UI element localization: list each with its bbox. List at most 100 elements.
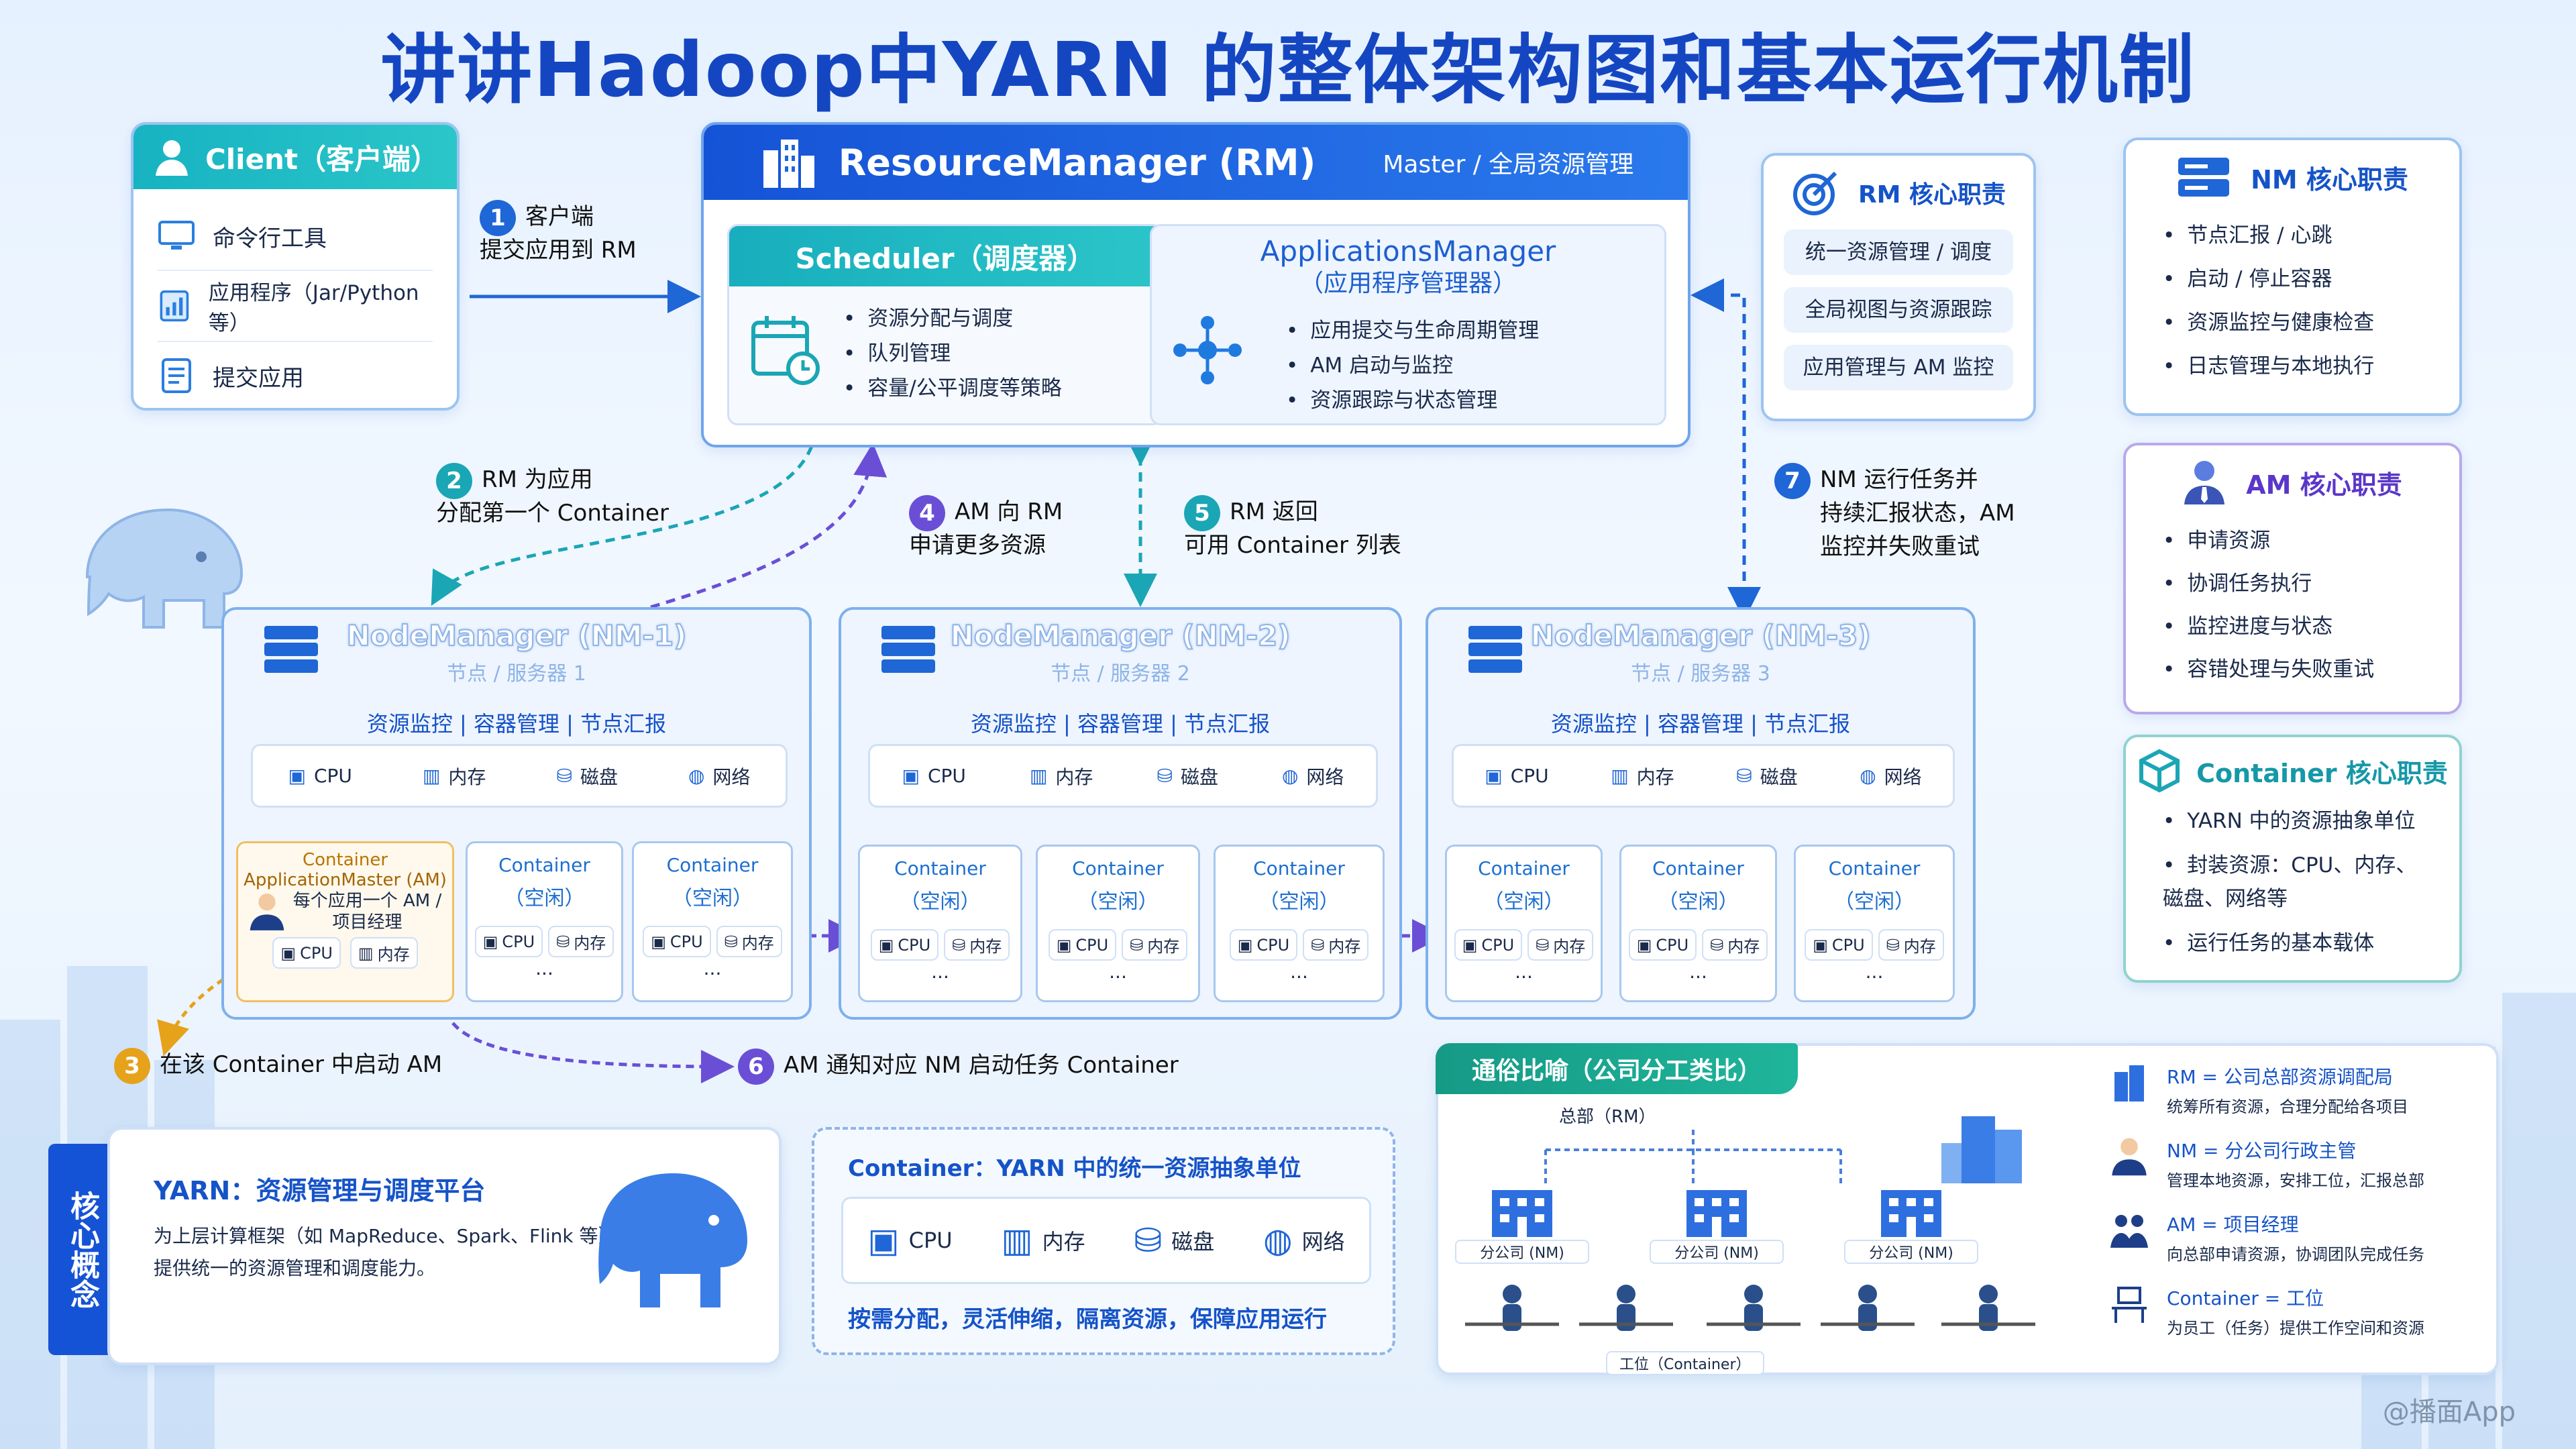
building-icon: [763, 140, 814, 188]
disk-icon: ⛁: [724, 932, 738, 951]
disk-icon: ⛁: [1736, 765, 1752, 787]
cpu-icon: ▣: [878, 935, 894, 955]
branch-office: 分公司 (NM): [1650, 1177, 1784, 1264]
team-icon: [2110, 1215, 2148, 1248]
monitor-icon: [158, 221, 195, 250]
client-item-cli: 命令行工具: [158, 203, 433, 271]
office-building-icon: [1686, 1190, 1747, 1237]
branch-office: 分公司 (NM): [1844, 1177, 1978, 1264]
client-title: Client（客户端）: [205, 142, 439, 176]
container-idle: Container（空闲） ▣CPU⛁内存 ...: [858, 845, 1022, 1002]
am-manager-title: ApplicationsManager: [1260, 235, 1556, 268]
memory-icon: ▥: [422, 765, 441, 787]
cpu-icon: ▣: [1485, 765, 1503, 787]
analogy-card: 通俗比喻（公司分工类比） 总部（RM） 分公司 (NM) 分公司 (NM) 分公…: [1436, 1043, 2499, 1375]
scheduler-card: Scheduler（调度器） 资源分配与调度 队列管理 容量/公平调度等策略: [727, 224, 1163, 425]
nm-tabs: 资源监控 | 容器管理 | 节点汇报: [366, 711, 667, 737]
disk-icon: ⛁: [1710, 935, 1724, 955]
yarn-concept-card: YARN：资源管理与调度平台 为上层计算框架（如 MapReduce、Spark…: [107, 1127, 782, 1365]
scheduler-title: Scheduler（调度器）: [729, 226, 1161, 286]
disk-icon: ⛁: [952, 935, 966, 955]
disk-icon: ⛁: [1536, 935, 1550, 955]
manager-icon: [2112, 1138, 2147, 1176]
hierarchy-lines: [1544, 1130, 1842, 1183]
applications-manager-card: ApplicationsManager （应用程序管理器） 应用提交与生命周期管…: [1150, 224, 1666, 425]
disk-icon: ⛁: [556, 765, 572, 787]
step-6: 6 AM 通知对应 NM 启动任务 Container: [738, 1049, 1179, 1085]
cpu-icon: ▣: [1056, 935, 1072, 955]
resource-manager-card: ResourceManager (RM) Master / 全局资源管理 Sch…: [701, 122, 1690, 447]
office-building-icon: [1492, 1190, 1552, 1237]
cpu-icon: ▣: [902, 765, 920, 787]
nm-tabs: 资源监控 | 容器管理 | 节点汇报: [1550, 711, 1851, 737]
network-nodes-icon: [1173, 316, 1242, 384]
memory-icon: ▥: [1611, 765, 1629, 787]
chart-file-icon: [160, 290, 189, 322]
container-idle: Container（空闲） ▣CPU⛁内存 ...: [466, 841, 623, 1002]
hq-building-icon: [1941, 1116, 2022, 1183]
core-concept-tag: 核心概念: [48, 1144, 115, 1355]
network-icon: ◍: [688, 765, 705, 787]
disk-icon: ⛁: [1157, 765, 1173, 787]
step-3: 3 在该 Container 中启动 AM: [114, 1048, 442, 1084]
disk-icon: ⛁: [556, 932, 570, 951]
manager-icon: [2184, 461, 2225, 504]
analogy-scene: 总部（RM） 分公司 (NM) 分公司 (NM) 分公司 (NM) 工位（Con…: [1438, 1103, 2109, 1375]
memory-icon: ▥: [358, 943, 374, 963]
memory-icon: ▥: [1029, 765, 1048, 787]
step-1: 1 客户端提交应用到 RM: [480, 200, 637, 267]
node-manager-1: NodeManager (NM-1) 节点 / 服务器 1 资源监控 | 容器管…: [221, 607, 812, 1020]
calendar-clock-icon: [751, 316, 820, 385]
step-2: 2 RM 为应用分配第一个 Container: [436, 463, 669, 530]
network-icon: ◍: [1263, 1221, 1293, 1260]
scheduler-items: 资源分配与调度 队列管理 容量/公平调度等策略: [843, 301, 1061, 406]
nm-resources: ▣CPU ▥内存 ⛁磁盘 ◍网络: [251, 744, 788, 808]
cpu-icon: ▣: [482, 932, 498, 951]
container-idle: Container（空闲） ▣CPU⛁内存 ...: [1036, 845, 1200, 1002]
rm-duties-card: RM 核心职责 统一资源管理 / 调度 全局视图与资源跟踪 应用管理与 AM 监…: [1761, 153, 2036, 421]
disk-icon: ⛁: [1886, 935, 1900, 955]
server-rack-icon: [2178, 158, 2230, 197]
am-container: Container ApplicationMaster (AM) 每个应用一个 …: [236, 841, 454, 1002]
rm-title: ResourceManager (RM): [838, 141, 1316, 184]
target-icon: [1792, 171, 1837, 215]
node-manager-2: NodeManager (NM-2) 节点 / 服务器 2 资源监控 | 容器管…: [839, 607, 1402, 1020]
container-idle: Container（空闲） ▣CPU⛁内存 ...: [1794, 845, 1955, 1002]
branch-office: 分公司 (NM): [1455, 1177, 1589, 1264]
container-duties-card: Container 核心职责 YARN 中的资源抽象单位 封装资源：CPU、内存…: [2123, 735, 2462, 983]
am-duties-card: AM 核心职责 申请资源 协调任务执行 监控进度与状态 容错处理与失败重试: [2123, 443, 2462, 714]
document-icon: [162, 358, 191, 393]
cpu-icon: ▣: [1813, 935, 1828, 955]
cpu-icon: ▣: [1237, 935, 1253, 955]
cpu-icon: ▣: [1462, 935, 1478, 955]
server-rack-icon: [264, 626, 318, 673]
analogy-legend: RM = 公司总部资源调配局统筹所有资源，合理分配给各项目 NM = 分公司行政…: [2109, 1063, 2485, 1358]
disk-icon: ⛁: [1134, 1221, 1163, 1260]
workstations-illustration: [1465, 1285, 2035, 1331]
disk-icon: ⛁: [1130, 935, 1144, 955]
container-idle: Container（空闲） ▣CPU⛁内存 ...: [1619, 845, 1777, 1002]
rm-subtitle: Master / 全局资源管理: [1383, 151, 1634, 178]
cpu-icon: ▣: [280, 943, 297, 963]
nm-resources: ▣CPU ▥内存 ⛁磁盘 ◍网络: [868, 744, 1378, 808]
cpu-icon: ▣: [1636, 935, 1652, 955]
hq-building-icon: [2114, 1065, 2144, 1102]
manager-icon: [250, 894, 284, 930]
desk-label: 工位（Container）: [1606, 1351, 1764, 1375]
cpu-icon: ▣: [288, 765, 306, 787]
nm-resources: ▣CPU ▥内存 ⛁磁盘 ◍网络: [1452, 744, 1955, 808]
client-item-app: 应用程序（Jar/Python等）: [158, 271, 433, 342]
container-idle: Container（空闲） ▣CPU⛁内存 ...: [1445, 845, 1603, 1002]
container-resources: ▣CPU ▥内存 ⛁磁盘 ◍网络: [841, 1197, 1371, 1284]
container-concept-card: Container：YARN 中的统一资源抽象单位 ▣CPU ▥内存 ⛁磁盘 ◍…: [812, 1127, 1395, 1355]
watermark: @播面App: [2382, 1397, 2516, 1428]
nm-tabs: 资源监控 | 容器管理 | 节点汇报: [970, 711, 1271, 737]
client-item-submit: 提交应用: [158, 342, 433, 409]
nm-duties-card: NM 核心职责 节点汇报 / 心跳 启动 / 停止容器 资源监控与健康检查 日志…: [2123, 138, 2462, 416]
page-title: 讲讲Hadoop中YARN 的整体架构图和基本运行机制: [380, 27, 2196, 114]
cube-icon: [2139, 749, 2180, 793]
am-manager-items: 应用提交与生命周期管理 AM 启动与监控 资源跟踪与状态管理: [1286, 313, 1539, 418]
server-rack-icon: [881, 626, 935, 673]
memory-icon: ▥: [1001, 1221, 1033, 1260]
